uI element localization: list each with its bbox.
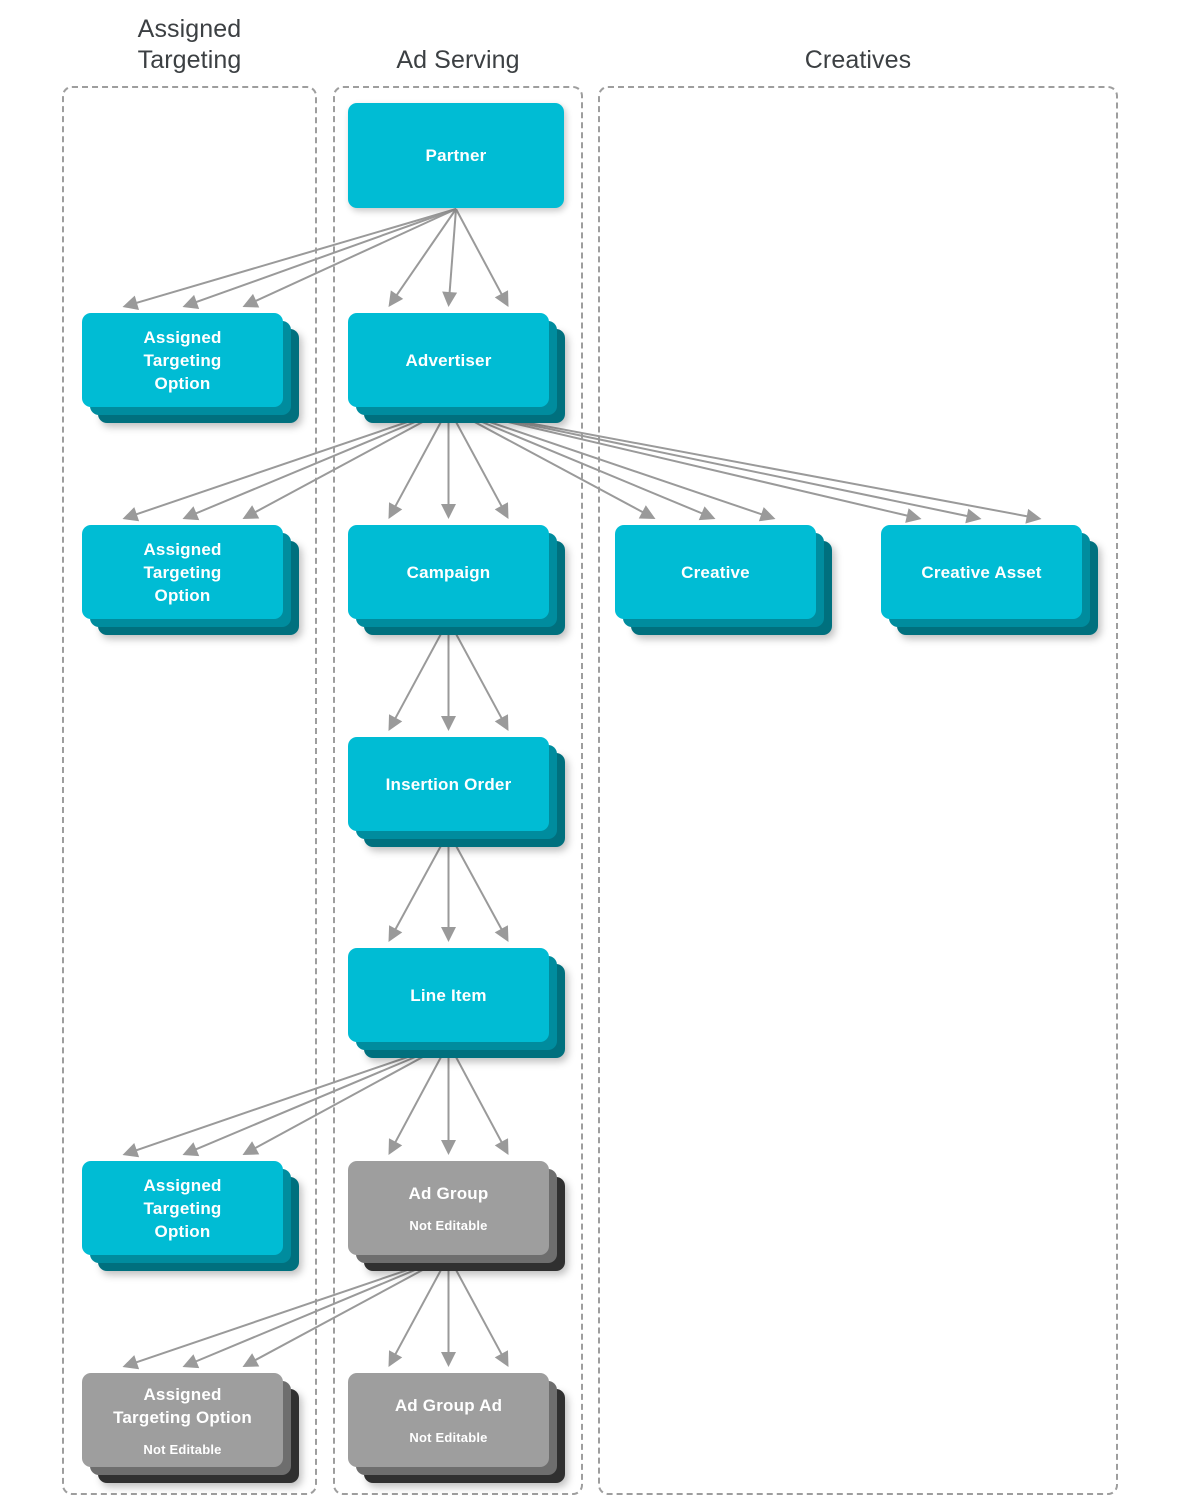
node-face-assigned-targeting-option-advertiser[interactable]: Assigned Targeting Option [82,525,283,619]
node-partner[interactable]: Partner [348,103,564,208]
node-label: Partner [425,146,487,165]
lane-container-creatives [598,86,1118,1495]
node-assigned-targeting-option-line-item[interactable]: Assigned Targeting Option [82,1161,299,1271]
node-assigned-targeting-option-partner[interactable]: Assigned Targeting Option [82,313,299,423]
node-face-partner[interactable]: Partner [348,103,564,208]
node-label: Campaign [406,562,491,582]
node-face-ad-group-ad[interactable]: Ad Group Ad Not Editable [348,1373,549,1467]
node-face-advertiser[interactable]: Advertiser [348,313,549,407]
node-face-insertion-order[interactable]: Insertion Order [348,737,549,831]
node-sublabel: Not Editable [409,1430,488,1445]
node-face-assigned-targeting-option-partner[interactable]: Assigned Targeting Option [82,313,283,407]
node-campaign[interactable]: Campaign [348,525,565,635]
node-face-assigned-targeting-option-line-item[interactable]: Assigned Targeting Option [82,1161,283,1255]
lane-container-assigned-targeting [62,86,317,1495]
lane-title-creatives: Creatives [804,46,912,74]
lane-container-ad-serving [333,86,583,1495]
node-face-creative[interactable]: Creative [615,525,816,619]
node-line-item[interactable]: Line Item [348,948,565,1058]
node-sublabel: Not Editable [409,1218,488,1233]
node-label: Assigned Targeting Option [143,539,222,605]
node-face-line-item[interactable]: Line Item [348,948,549,1042]
node-sublabel: Not Editable [143,1441,222,1457]
node-label: Creative Asset [921,562,1042,582]
node-assigned-targeting-option-advertiser[interactable]: Assigned Targeting Option [82,525,299,635]
node-advertiser[interactable]: Advertiser [348,313,565,423]
node-label: Assigned Targeting Option [113,1384,252,1427]
node-label: Ad Group [408,1184,489,1203]
node-label: Ad Group Ad [394,1396,503,1415]
lane-title-assigned-targeting: Assigned Targeting [137,15,242,74]
node-insertion-order[interactable]: Insertion Order [348,737,565,847]
node-ad-group-ad[interactable]: Ad Group Ad Not Editable [348,1373,565,1483]
node-label: Assigned Targeting Option [143,327,222,393]
node-label: Advertiser [405,350,492,370]
node-label: Creative [681,562,750,582]
node-creative[interactable]: Creative [615,525,832,635]
node-creative-asset[interactable]: Creative Asset [881,525,1098,635]
node-face-creative-asset[interactable]: Creative Asset [881,525,1082,619]
node-label: Line Item [410,985,487,1005]
node-face-campaign[interactable]: Campaign [348,525,549,619]
node-label: Insertion Order [385,774,512,794]
lane-title-ad-serving: Ad Serving [396,46,520,74]
node-label: Assigned Targeting Option [143,1175,222,1241]
